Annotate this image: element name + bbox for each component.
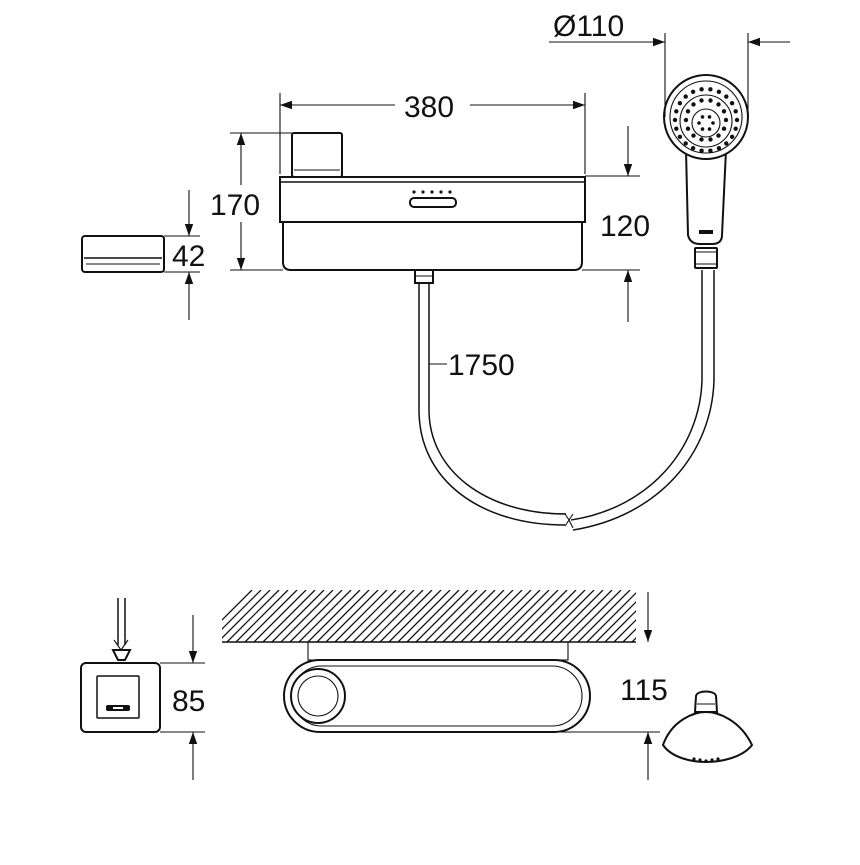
dim-depth: 85 — [172, 685, 205, 718]
hand-shower-side-view — [661, 690, 754, 764]
hand-shower — [663, 74, 749, 269]
dimension-body-height: 120 — [582, 126, 650, 322]
nozzle-pattern — [672, 87, 740, 153]
dimension-diameter: Ø110 — [549, 10, 790, 117]
dimension-shelf-height: 42 — [164, 190, 205, 320]
dim-shelf-height: 42 — [172, 240, 205, 273]
side-view-small — [80, 598, 161, 733]
indicator-dots — [412, 190, 452, 194]
thermostat-top-view — [283, 641, 591, 733]
dim-hose-length: 1750 — [448, 349, 515, 382]
dimension-width: 380 — [279, 91, 586, 174]
dimension-depth: 85 — [160, 615, 205, 780]
shower-hose — [418, 270, 715, 531]
thermostat-front-view — [279, 132, 586, 284]
dim-handshower-projection: 115 — [620, 674, 668, 707]
dimension-total-height: 170 — [210, 132, 292, 271]
dim-body-height: 120 — [600, 210, 650, 243]
dim-total-height: 170 — [210, 189, 260, 222]
shelf-side-view — [81, 235, 165, 273]
dimension-hose-length: 1750 — [429, 349, 515, 382]
dim-thermostat-width: 380 — [404, 91, 454, 124]
wall-hatching — [222, 590, 636, 643]
dim-shower-head-diameter: Ø110 — [553, 10, 624, 43]
dimension-projection: 115 — [560, 592, 668, 780]
